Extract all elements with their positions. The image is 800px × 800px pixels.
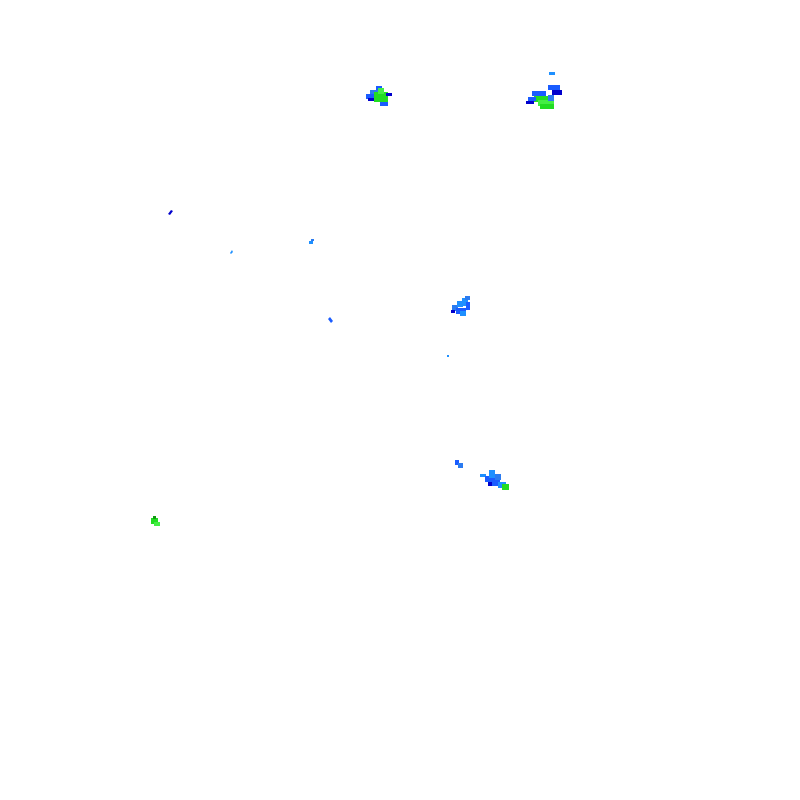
echo-centre: [451, 296, 470, 316]
echo-north-east: [526, 72, 562, 109]
echo-small-3: [328, 317, 333, 323]
echo-small-1: [230, 250, 233, 254]
echo-tiny: [447, 355, 449, 357]
echo-north-west: [366, 86, 392, 106]
echo-west-speck: [168, 210, 173, 215]
echo-south-west: [151, 516, 160, 526]
echo-south-east: [455, 460, 509, 490]
echo-small-2: [309, 239, 314, 244]
